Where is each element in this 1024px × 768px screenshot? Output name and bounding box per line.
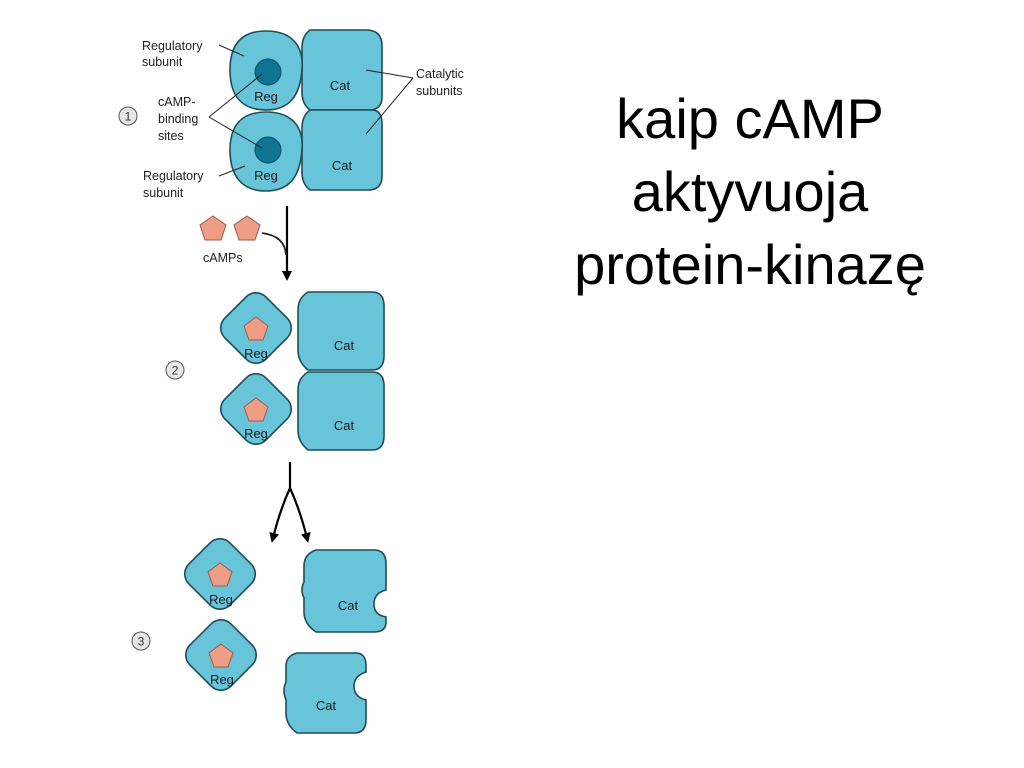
reg-label-1a: Reg [254,89,278,104]
step-2: 2 Cat Cat Reg Reg [165,291,385,451]
bound-camp-3a [207,562,233,587]
leader-regulatory-top [218,44,245,57]
bound-camp-3b [208,643,234,668]
bound-camp-2a [243,316,269,341]
camp-addition: cAMPs [199,206,292,281]
step-1: 1 Cat Cat Reg Reg Regulatory subunit cAM… [118,29,464,200]
label-regulatory-subunit-bottom-1: Regulatory [143,169,204,183]
camp-molecule-1 [199,215,227,241]
leader-regulatory-bottom [218,165,246,177]
catalytic-subunit-2b [297,371,385,451]
reg-label-3a: Reg [209,592,233,607]
free-catalytic-subunit-3a [301,549,387,633]
leader-binding-site-a [208,73,263,118]
slide-title: kaip cAMP aktyvuoja protein-kinazę [530,82,970,301]
label-regulatory-subunit-top-2: subunit [142,55,183,69]
title-line-3: protein-kinazę [574,233,926,296]
camp-molecule-2 [233,215,261,241]
catalytic-subunit-1a [301,29,383,111]
free-catalytic-subunit-3b [283,652,367,734]
label-camp-sites-1: cAMP- [158,95,196,109]
cat-label-3b: Cat [316,698,337,713]
catalytic-subunit-1b [301,109,383,191]
step-3-marker [131,631,151,651]
reg-label-2a: Reg [244,346,268,361]
bound-camp-2b [243,397,269,422]
reg-label-3b: Reg [210,672,234,687]
cat-label-2a: Cat [334,338,355,353]
label-regulatory-subunit-top-1: Regulatory [142,39,203,53]
cat-label-2b: Cat [334,418,355,433]
label-camp-sites-3: sites [158,129,184,143]
cat-label-1a: Cat [330,78,351,93]
arrow-to-catalytic [288,487,311,543]
step-1-number: 1 [125,110,132,124]
label-camp-sites-2: binding [158,112,198,126]
title-line-2: aktyvuoja [631,160,869,223]
step-2-marker [165,360,185,380]
reg-label-1b: Reg [254,168,278,183]
step-3: 3 Reg Reg Cat Cat [131,537,387,734]
label-regulatory-subunit-bottom-2: subunit [143,186,184,200]
dissociation-arrows [269,462,311,543]
label-catalytic-1: Catalytic [416,67,464,81]
catalytic-subunit-2a [297,291,385,371]
camp-binding-site-1b [254,136,282,164]
step-1-marker [118,106,138,126]
label-camps: cAMPs [203,251,243,265]
leader-binding-site-b [208,116,263,149]
label-catalytic-2: subunits [416,84,463,98]
camp-binding-site-1a [254,58,282,86]
arrow-to-regulatory [269,487,292,543]
camp-joining-curve [261,232,287,256]
step-2-number: 2 [172,364,179,378]
title-line-1: kaip cAMP [616,87,884,150]
cat-label-3a: Cat [338,598,359,613]
leader-catalytic-b [365,77,414,135]
cat-label-1b: Cat [332,158,353,173]
reg-label-2b: Reg [244,426,268,441]
leader-catalytic-a [365,69,414,79]
step-3-number: 3 [138,635,145,649]
